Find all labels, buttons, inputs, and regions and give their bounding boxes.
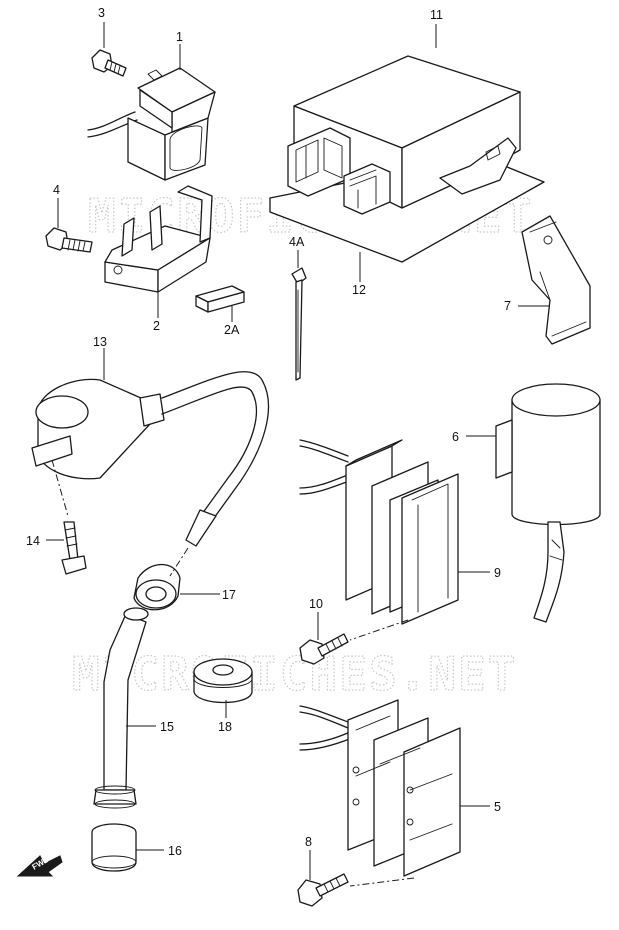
- callout-13: 13: [93, 335, 107, 349]
- part-4-bolt: [45, 227, 93, 253]
- part-2a-block: [195, 285, 245, 313]
- part-17-cap: [133, 564, 181, 611]
- callout-4a: 4A: [289, 235, 305, 249]
- callout-11: 11: [430, 8, 443, 22]
- callout-1: 1: [176, 30, 183, 44]
- part-4a-cable-tie: [291, 267, 307, 381]
- centerline-17: [169, 547, 189, 577]
- callout-10: 10: [309, 597, 323, 611]
- part-14-bolt: [61, 521, 87, 575]
- callout-9: 9: [494, 566, 501, 580]
- watermark-bottom: MICROFICHES.NET: [72, 647, 517, 701]
- centerline-10: [349, 619, 409, 641]
- centerline-14: [51, 459, 69, 517]
- part-7-bracket: [521, 215, 591, 345]
- fwd-arrow: FWD: [16, 855, 63, 877]
- part-10-bolt: [299, 633, 349, 665]
- part-1-relay: [87, 67, 216, 181]
- callout-15: 15: [160, 720, 174, 734]
- part-8-bolt: [297, 873, 349, 907]
- callout-16: 16: [168, 844, 182, 858]
- callout-8: 8: [305, 835, 312, 849]
- callout-2a: 2A: [224, 323, 240, 337]
- leader-lines: [46, 22, 550, 880]
- callout-2: 2: [153, 319, 160, 333]
- part-18-grommet: [193, 658, 253, 704]
- callout-18: 18: [218, 720, 232, 734]
- part-9-regulator: [299, 439, 459, 625]
- callout-7: 7: [504, 299, 511, 313]
- callout-5: 5: [494, 800, 501, 814]
- part-11-cdi-unit: [287, 55, 521, 215]
- part-5-regulator: [299, 699, 461, 877]
- part-6-condenser: [495, 383, 601, 623]
- callout-3: 3: [98, 6, 105, 20]
- centerline-8: [349, 877, 415, 887]
- part-16-boot: [91, 823, 137, 872]
- callout-17: 17: [222, 588, 236, 602]
- callout-14: 14: [26, 534, 40, 548]
- part-13-ignition-coil: [31, 371, 270, 547]
- callout-12: 12: [352, 283, 366, 297]
- callout-4: 4: [53, 183, 60, 197]
- part-15-plug-cap: [93, 607, 149, 809]
- part-3-bolt: [91, 49, 127, 77]
- callout-6: 6: [452, 430, 459, 444]
